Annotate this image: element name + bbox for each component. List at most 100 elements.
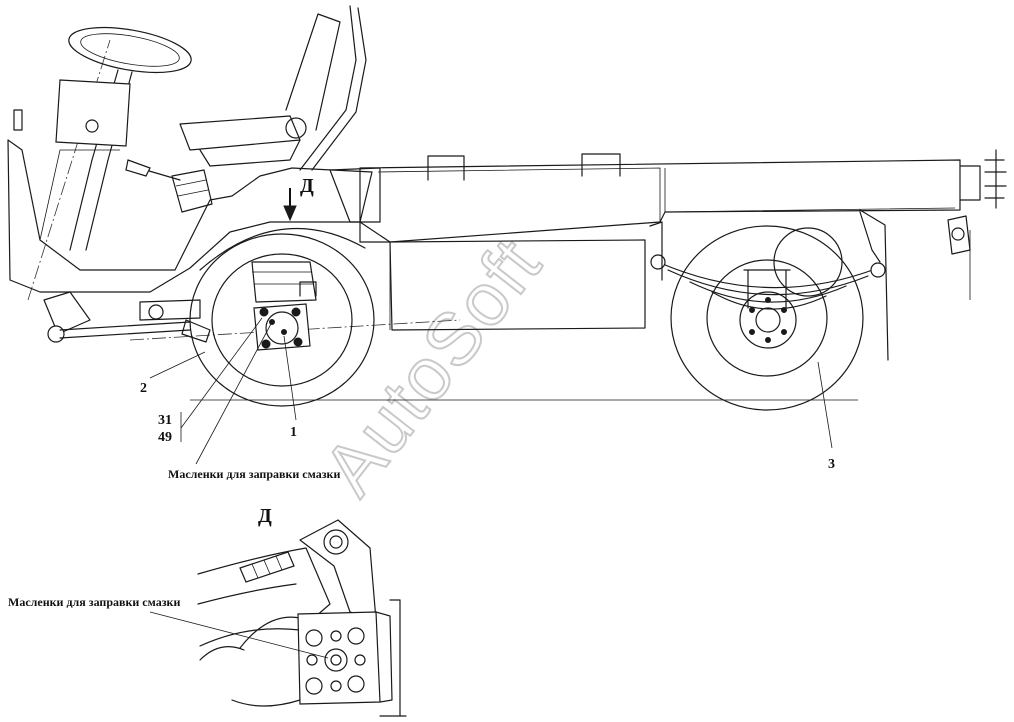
drag-link-end xyxy=(47,325,65,343)
rollbar xyxy=(299,5,357,171)
rear-tire-inner xyxy=(706,259,828,377)
gear-lever xyxy=(125,159,213,213)
callouts: 2 1 31 49 Масленки для заправки смазки 3 xyxy=(140,317,835,481)
seat-cushion xyxy=(179,115,301,151)
detail-hub-bolt-small xyxy=(330,680,342,692)
detail-arm-pivot-inner xyxy=(329,535,343,549)
frame-rail-inner xyxy=(377,167,661,222)
seat-backrest xyxy=(285,13,341,131)
steering-housing xyxy=(55,79,131,147)
seat xyxy=(179,5,367,171)
front-shock-mount xyxy=(299,281,317,297)
dashboard-panel xyxy=(39,149,120,241)
rear-crossmember xyxy=(959,165,981,201)
label-part-2: 2 xyxy=(140,381,147,396)
view-arrow-label: Д xyxy=(300,175,314,197)
detail-axle-beam xyxy=(197,547,331,647)
detail-tie-rod-threads xyxy=(251,555,283,579)
front-hub-center xyxy=(265,311,299,345)
dash-knob xyxy=(13,109,23,131)
steering-box xyxy=(43,291,91,335)
watermark-text: AutoSoft xyxy=(307,222,557,509)
seat-base xyxy=(199,139,301,167)
detail-knuckle-body xyxy=(231,616,301,707)
u-bolt-1 xyxy=(427,155,465,181)
detail-hub-bolt-small xyxy=(306,654,318,666)
detail-hub-bolt xyxy=(305,677,323,695)
cabin-rear-panel xyxy=(329,167,381,223)
front-suspension-bracket xyxy=(251,261,317,303)
label-part-31: 31 xyxy=(158,413,172,428)
view-arrow: Д xyxy=(283,175,314,222)
label-part-3: 3 xyxy=(828,457,835,472)
tank-box xyxy=(389,239,646,331)
rear-bracket xyxy=(859,209,889,361)
rear-wheel xyxy=(649,211,886,411)
leader-1 xyxy=(283,335,297,421)
fender-join xyxy=(359,221,391,243)
tie-rod-arm xyxy=(181,319,211,343)
frame xyxy=(359,149,1007,361)
lubricators-caption-top: Масленки для заправки смазки xyxy=(168,467,340,481)
rear-hub-bolt xyxy=(765,337,771,343)
lubricator-nipple xyxy=(281,329,287,335)
front-wheel xyxy=(139,233,375,407)
cabin xyxy=(7,139,391,293)
steering-bolt xyxy=(85,119,99,133)
gear-boot-folds xyxy=(175,179,209,197)
rear-hub-bolt xyxy=(749,307,755,313)
detail-hub-edge xyxy=(379,599,407,717)
detail-hub-bolt xyxy=(347,675,365,693)
detail-hub-bolt xyxy=(347,627,365,645)
leader-2 xyxy=(149,351,206,379)
steering xyxy=(13,26,192,343)
front-hub-bolt xyxy=(261,339,271,349)
leader-lubricators-top xyxy=(195,321,273,465)
steering-wheel-inner xyxy=(80,33,180,67)
rear-hub xyxy=(739,291,797,349)
spring-hanger-rear xyxy=(859,211,881,263)
tie-rod-bracket xyxy=(139,299,201,321)
spring-eye-rear xyxy=(870,262,886,278)
front-tire-outer xyxy=(189,233,375,407)
spring-eye-front xyxy=(650,254,666,270)
front-hub-bolt xyxy=(259,307,269,317)
rear-lamp-lens xyxy=(951,227,965,241)
leader-31 xyxy=(180,317,263,429)
seat-hinge xyxy=(285,117,307,139)
detail-view-title: Д xyxy=(258,505,272,527)
spring-u-bolts xyxy=(743,269,791,309)
leader-3 xyxy=(817,361,833,449)
detail-knuckle-lower xyxy=(199,646,245,661)
leaf-spring-2 xyxy=(667,269,869,296)
front-fender xyxy=(199,227,366,271)
detail-hub-bolt-small xyxy=(330,630,342,642)
leaf-spring-4 xyxy=(711,291,827,310)
leaf-spring-3 xyxy=(689,281,847,303)
rear-hub-bolt xyxy=(781,329,787,335)
differential-housing xyxy=(773,227,843,297)
front-hub-bolt xyxy=(293,337,303,347)
gear-boot xyxy=(171,169,213,213)
leaf-spring-top xyxy=(657,261,879,289)
steering-wheel xyxy=(68,26,192,74)
rear-tire-outer xyxy=(670,225,864,411)
tie-rod-eye xyxy=(148,304,164,320)
detail-axle-inner xyxy=(197,583,297,605)
detail-hub-bolt-small xyxy=(354,654,366,666)
label-part-49: 49 xyxy=(158,430,172,445)
rollbar-inner xyxy=(311,7,367,171)
gear-lever-knob xyxy=(125,159,151,177)
detail-hub-side xyxy=(375,611,393,703)
rear-hub-center xyxy=(755,307,781,333)
rear-hub-bolt xyxy=(749,329,755,335)
u-bolt-2 xyxy=(581,153,621,177)
detail-hub-bolt xyxy=(305,629,323,647)
tow-hitch xyxy=(984,149,1007,209)
front-hub-bolt xyxy=(291,307,301,317)
spring-hanger-front xyxy=(649,221,663,281)
label-part-1: 1 xyxy=(290,425,297,440)
frame-rail xyxy=(359,159,961,243)
front-tire-inner xyxy=(211,253,353,387)
